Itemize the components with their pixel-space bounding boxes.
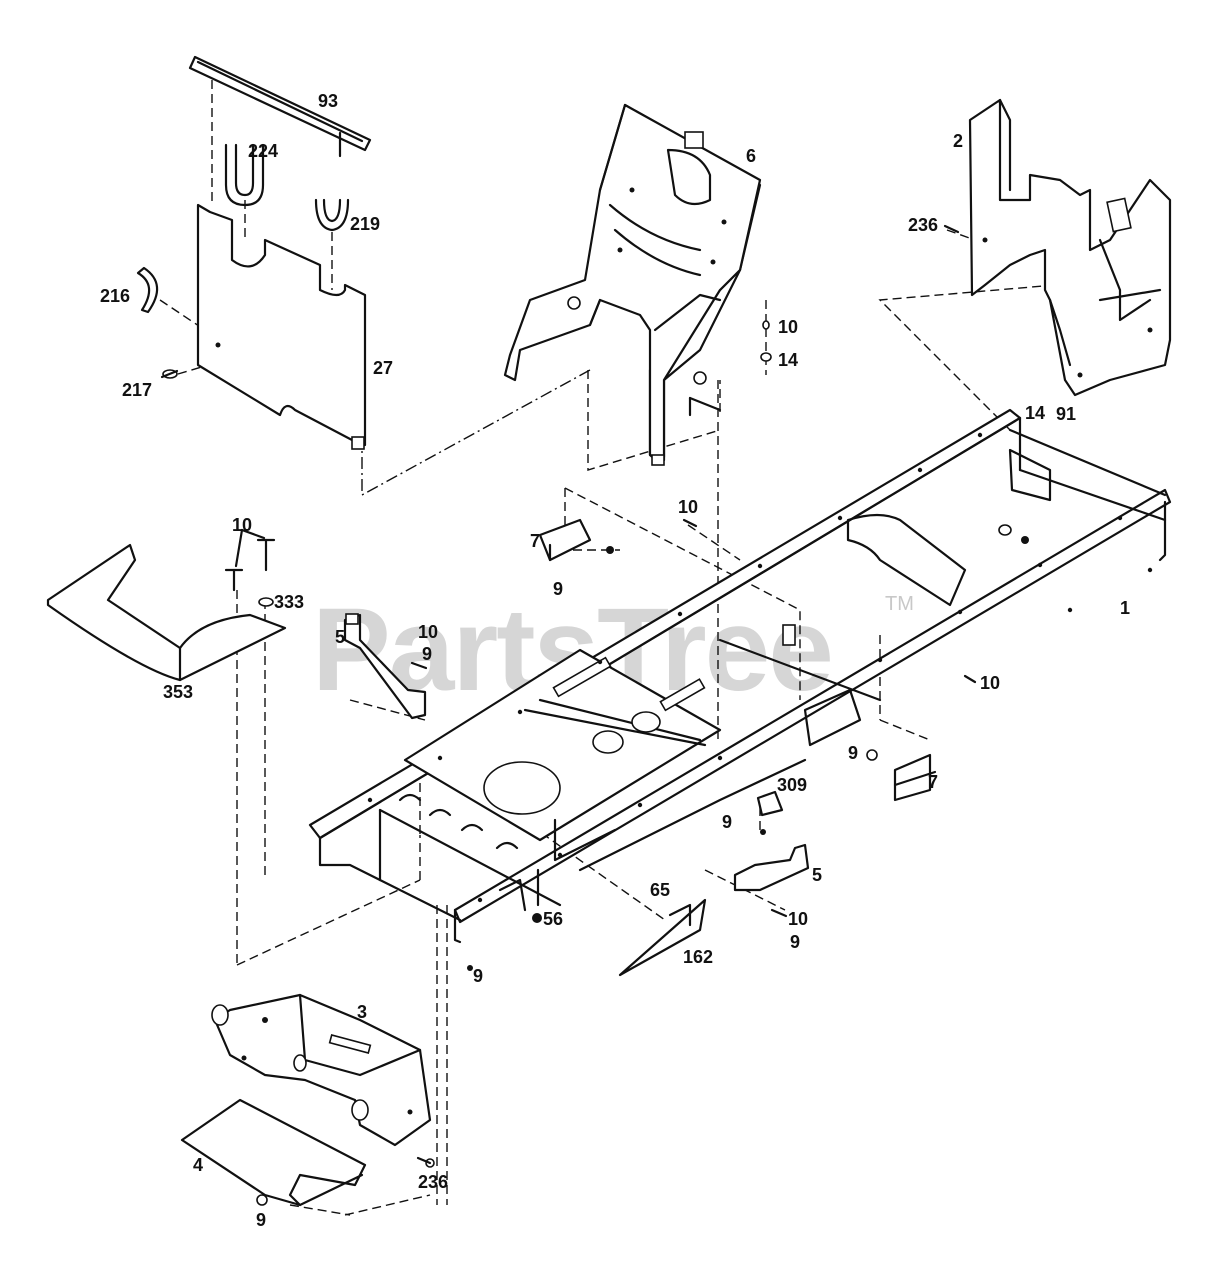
callout-4: 4 xyxy=(193,1155,203,1175)
callout-9-right: 9 xyxy=(848,743,858,763)
callout-9-upper: 9 xyxy=(553,579,563,599)
callout-14-top: 14 xyxy=(778,350,798,370)
callout-labels: 93 224 219 216 217 27 6 2 236 10 14 14 9… xyxy=(100,91,1130,1230)
callout-224: 224 xyxy=(248,141,278,161)
part-2-seat-bracket xyxy=(968,98,1172,397)
callout-3: 3 xyxy=(357,1002,367,1022)
callout-7-lower: 7 xyxy=(928,772,938,792)
callout-216: 216 xyxy=(100,286,130,306)
part-7-bracket-lower xyxy=(866,749,937,802)
callout-9-bottom: 9 xyxy=(256,1210,266,1230)
callout-14-right: 14 xyxy=(1025,403,1045,423)
callout-10-bracket: 10 xyxy=(418,622,438,642)
part-224-u-clip xyxy=(224,143,265,207)
callout-5-left: 5 xyxy=(335,627,345,647)
callout-9-front: 9 xyxy=(473,966,483,986)
bolts-10-333 xyxy=(224,528,276,607)
callout-309: 309 xyxy=(777,775,807,795)
callout-65: 65 xyxy=(650,880,670,900)
callout-10-left: 10 xyxy=(232,515,252,535)
callout-6: 6 xyxy=(746,146,756,166)
callout-7-upper: 7 xyxy=(530,531,540,551)
part-217-pin xyxy=(160,369,179,379)
callout-353: 353 xyxy=(163,682,193,702)
part-5-bracket-left xyxy=(343,613,427,720)
part-27-panel xyxy=(196,203,367,450)
callout-91: 91 xyxy=(1056,404,1076,424)
callout-93: 93 xyxy=(318,91,338,111)
callout-56: 56 xyxy=(543,909,563,929)
part-162-shield xyxy=(618,898,707,977)
callout-2: 2 xyxy=(953,131,963,151)
part-93-bar xyxy=(188,55,372,158)
callout-217: 217 xyxy=(122,380,152,400)
callout-10-lower: 10 xyxy=(788,909,808,929)
part-7-bracket-upper xyxy=(538,518,614,562)
part-309-clip xyxy=(756,790,784,835)
callout-9-lower: 9 xyxy=(722,812,732,832)
callout-10-center: 10 xyxy=(678,497,698,517)
callout-10-top: 10 xyxy=(778,317,798,337)
part-219-u-clip xyxy=(314,198,350,232)
callout-5-right: 5 xyxy=(812,865,822,885)
callout-9-lower-right: 9 xyxy=(790,932,800,952)
part-216-clip xyxy=(136,266,159,314)
part-56-nut xyxy=(532,913,542,923)
part-1-main-frame xyxy=(308,408,1172,944)
callout-236-bottom: 236 xyxy=(418,1172,448,1192)
part-6-dash-tower xyxy=(503,103,762,466)
callout-10-right: 10 xyxy=(980,673,1000,693)
callout-219: 219 xyxy=(350,214,380,234)
part-4-plate xyxy=(180,1098,367,1207)
small-hardware xyxy=(256,224,1029,1206)
part-353-footrest xyxy=(46,543,287,682)
callout-1: 1 xyxy=(1120,598,1130,618)
part-3-axle-bracket xyxy=(211,993,432,1147)
callout-27: 27 xyxy=(373,358,393,378)
callout-333: 333 xyxy=(274,592,304,612)
callout-9-bracket: 9 xyxy=(422,644,432,664)
callout-236-top: 236 xyxy=(908,215,938,235)
part-5-bracket-right xyxy=(733,843,810,892)
trademark-mark: TM xyxy=(885,593,914,615)
callout-162: 162 xyxy=(683,947,713,967)
